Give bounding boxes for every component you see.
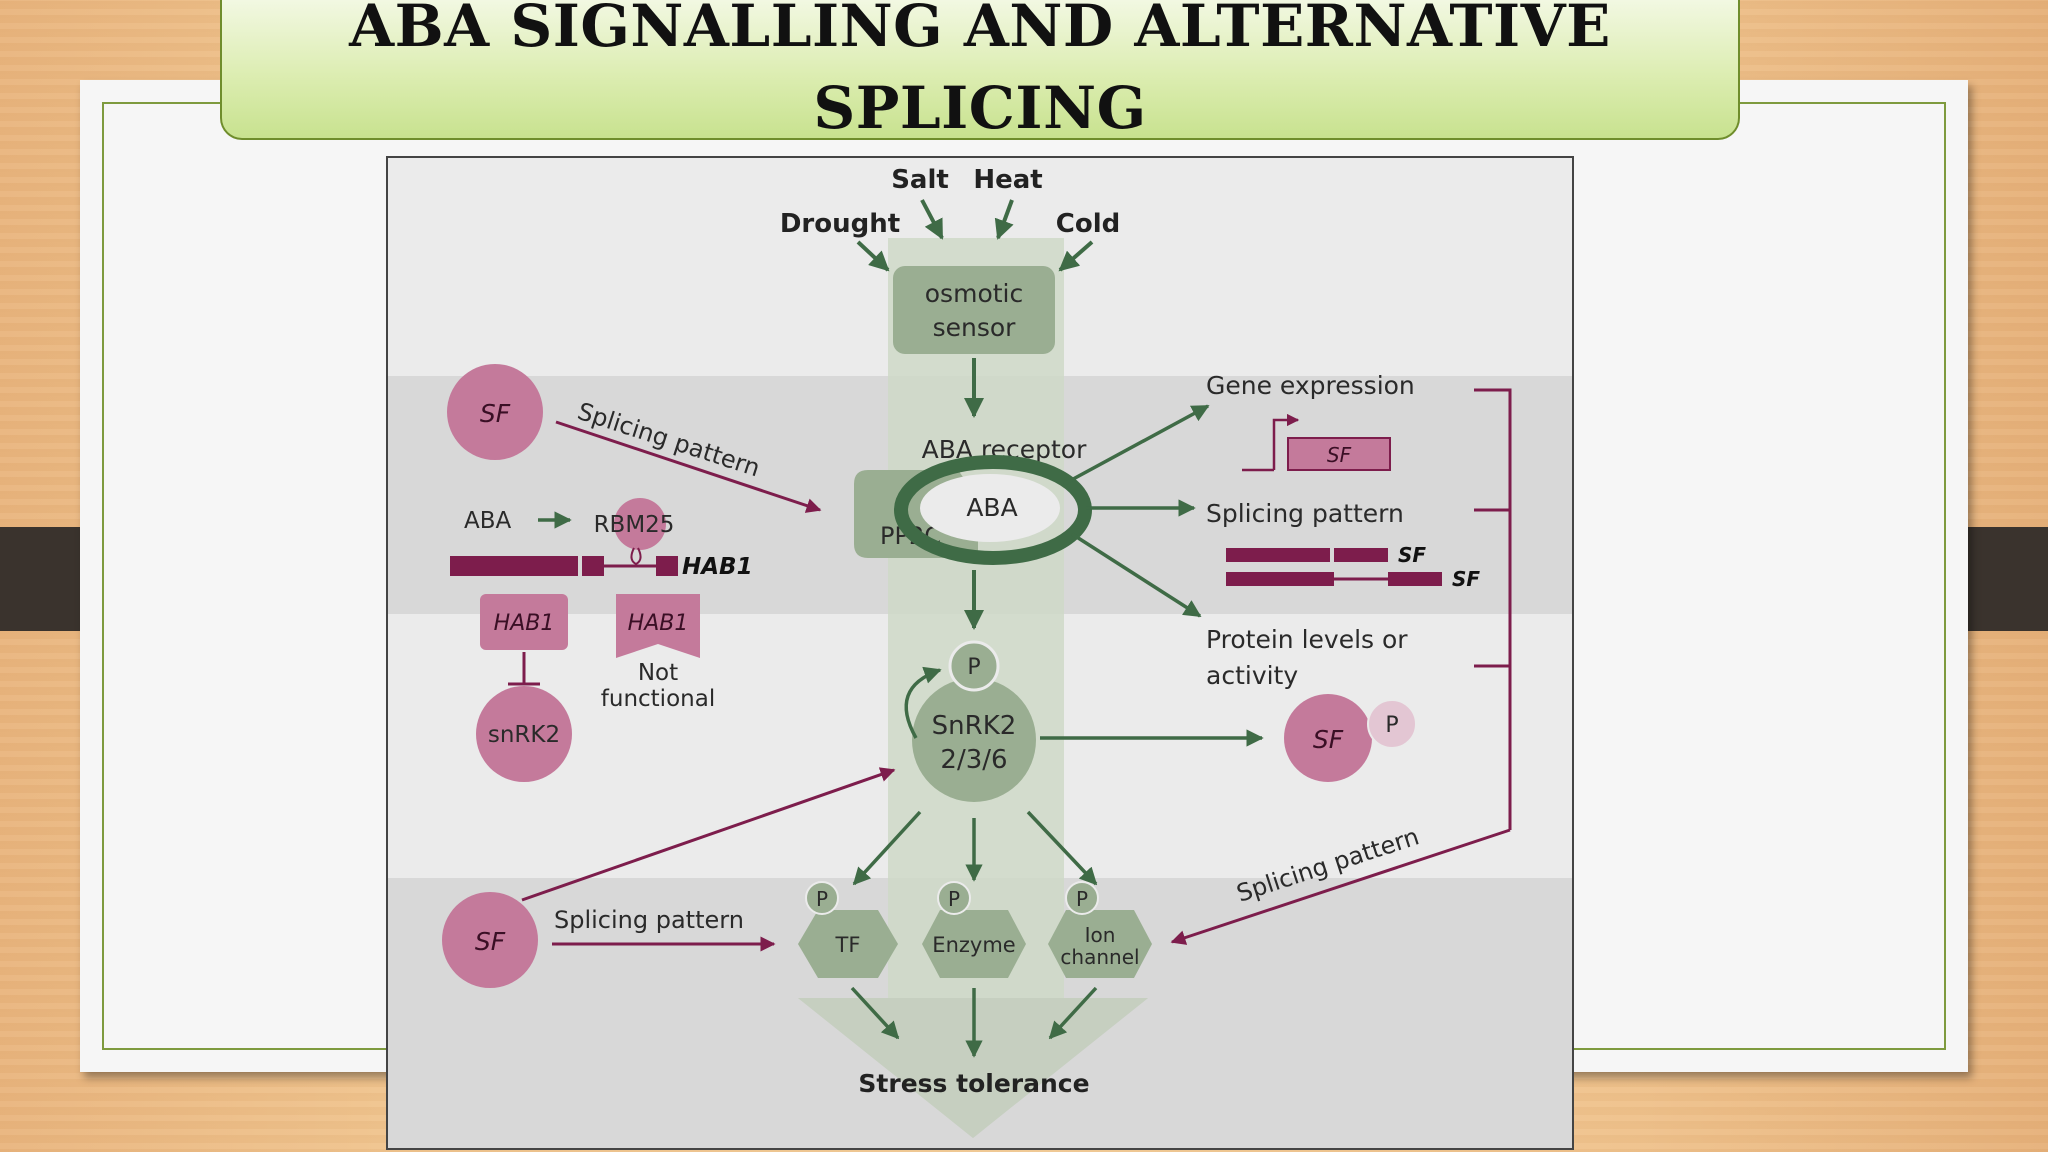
rbm25-label: RBM25: [594, 512, 675, 538]
sf-bottom-circle: [442, 892, 538, 988]
hab1-aba-label: ABA: [464, 508, 512, 534]
rbm25-circle: [614, 498, 666, 550]
not-functional-line2: functional: [601, 686, 715, 712]
sf-phospho-circle: [1284, 694, 1372, 782]
sf-top-circle: [447, 364, 543, 460]
exon-right-2b: [1388, 572, 1442, 586]
promoter-arrow: [1272, 413, 1300, 470]
enzyme-p-label: P: [948, 887, 960, 911]
sf-p-circle: [1367, 699, 1417, 749]
snrk2-left-circle: [476, 686, 572, 782]
hab1-exon-2: [582, 556, 604, 576]
osmotic-sensor-line2: sensor: [933, 313, 1017, 342]
exon-right-1b: [1334, 548, 1388, 562]
slide-title: ABA SIGNALLING AND ALTERNATIVE SPLICING: [349, 0, 1611, 142]
exon-right-2a: [1226, 572, 1334, 586]
feedback-bracket: [1474, 388, 1512, 830]
arrow-snrk2-to-tf: [852, 810, 922, 886]
snrk2-center-line2: 2/3/6: [940, 745, 1007, 775]
splicing-pattern-label-bottom: Splicing pattern: [554, 906, 744, 934]
diagram-canvas: Salt Heat Drought Cold osmotic sensor AB…: [388, 165, 1572, 1148]
stress-heat: Heat: [973, 165, 1042, 195]
arrow-snrk2-to-ion-channel: [1026, 810, 1098, 886]
aba-signalling-diagram: Salt Heat Drought Cold osmotic sensor AB…: [386, 156, 1574, 1150]
hab1-exon-1: [450, 556, 578, 576]
sf-phospho-label: SF: [1313, 725, 1344, 754]
arrow-ion-to-tolerance: [1048, 986, 1098, 1040]
hab1-protein-label: HAB1: [494, 611, 555, 636]
snrk2-phospho-circle: [948, 640, 1000, 692]
aba-core: [920, 474, 1060, 542]
sf-bottom-label: SF: [475, 927, 506, 956]
enzyme-hexagon: [922, 910, 1026, 978]
ion-channel-hexagon: [1048, 910, 1152, 978]
enzyme-p-circle: [937, 881, 971, 915]
tf-label: TF: [835, 933, 861, 957]
sf-top-label: SF: [480, 399, 511, 428]
aba-receptor-ring: [894, 455, 1092, 565]
arrow-sf-bottom-to-snrk2: [521, 767, 896, 902]
title-banner: ABA SIGNALLING AND ALTERNATIVE SPLICING: [220, 0, 1740, 142]
arrow-tf-to-tolerance: [850, 986, 900, 1040]
sf-isoform-1-label: SF: [1398, 543, 1426, 567]
stress-cold: Cold: [1056, 209, 1120, 239]
hab1-gene-label: HAB1: [682, 554, 753, 580]
ion-channel-line2: channel: [1060, 945, 1139, 969]
osmotic-sensor-box: [893, 266, 1055, 354]
stress-salt: Salt: [891, 165, 949, 195]
ion-channel-p-circle: [1065, 881, 1099, 915]
sf-p-label: P: [1385, 713, 1398, 738]
ion-channel-line1: Ion: [1085, 923, 1116, 947]
aba-label: ABA: [966, 493, 1017, 522]
tf-p-circle: [805, 881, 839, 915]
arrow-drought: [856, 240, 890, 272]
enzyme-label: Enzyme: [932, 933, 1015, 957]
arrow-cold: [1058, 240, 1094, 272]
osmotic-sensor-line1: osmotic: [925, 279, 1023, 308]
exon-right-1a: [1226, 548, 1330, 562]
snrk2-autophosphorylation-arrow: [904, 666, 942, 739]
splicing-pattern-label-right: Splicing pattern: [1206, 499, 1404, 528]
not-functional-line1: Not: [638, 660, 678, 686]
arrow-feedback-to-targets: [1170, 828, 1511, 945]
snrk2-circle: [912, 678, 1036, 802]
gene-sf-label: SF: [1327, 443, 1352, 467]
tf-p-label: P: [816, 887, 828, 911]
arrow-sf-top-to-receptor: [555, 420, 822, 513]
snrk2-left-label: snRK2: [488, 722, 560, 748]
arrow-to-protein-levels: [1071, 532, 1202, 618]
arrow-salt: [920, 199, 944, 240]
protein-levels-line2: activity: [1206, 661, 1298, 690]
snrk2-phospho-label: P: [967, 655, 980, 680]
snrk2-center-line1: SnRK2: [932, 711, 1017, 741]
tf-hexagon: [798, 910, 898, 978]
hab1-exon-3: [656, 556, 678, 576]
ion-channel-p-label: P: [1076, 887, 1088, 911]
gene-expression-label: Gene expression: [1206, 371, 1415, 400]
stress-drought: Drought: [780, 209, 900, 239]
hab1-protein-box: [480, 594, 568, 650]
arrow-to-gene-expression: [1063, 404, 1210, 486]
arrow-heat: [994, 199, 1014, 240]
hab1-truncated-label: HAB1: [628, 611, 689, 636]
protein-levels-line1: Protein levels or: [1206, 625, 1408, 654]
rbm25-binding-loop: [630, 547, 642, 566]
sf-isoform-2-label: SF: [1452, 567, 1480, 591]
gene-sf-box: [1287, 437, 1391, 471]
stress-tolerance-label: Stress tolerance: [858, 1069, 1089, 1098]
hab1-truncated-box: [616, 594, 700, 658]
